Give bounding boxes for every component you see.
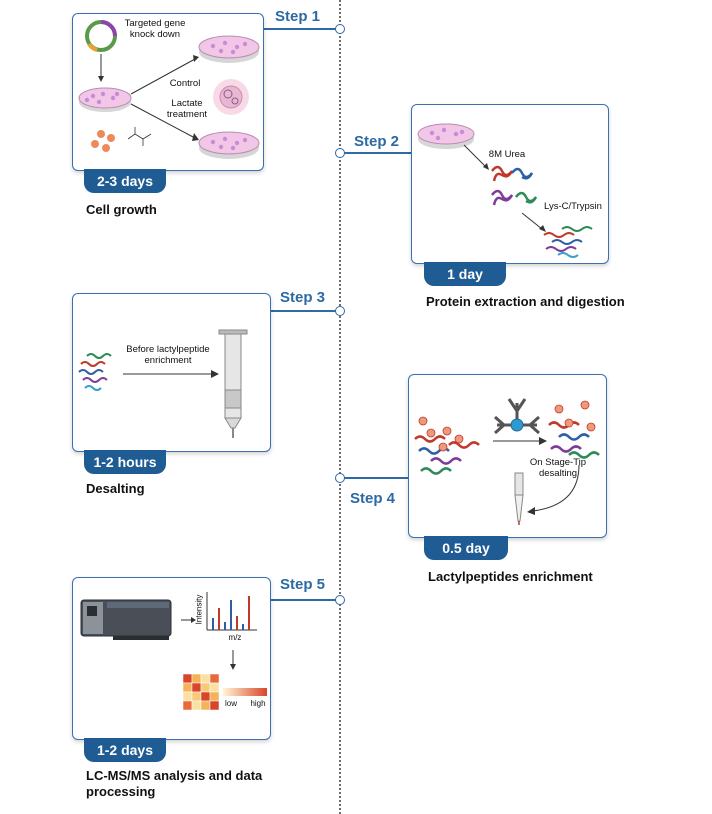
stage-tip-text: On Stage-Tip desalting xyxy=(529,457,587,479)
high-label: high xyxy=(250,699,266,708)
step1-connector xyxy=(262,28,339,30)
step5-duration-badge: 1-2 days xyxy=(84,738,166,762)
step3-label: Step 3 xyxy=(280,289,326,306)
step2-node xyxy=(335,148,345,158)
desalting-column-icon xyxy=(218,329,248,438)
step1-label: Step 1 xyxy=(275,8,321,25)
gene-knockdown-text: Targeted gene knock down xyxy=(124,18,186,40)
mz-label: m/z xyxy=(228,633,242,642)
step4-label: Step 4 xyxy=(350,490,396,507)
step1-duration-badge: 2-3 days xyxy=(84,169,166,193)
enzyme-text: Lys-C/Trypsin xyxy=(544,201,602,212)
protein-icon xyxy=(491,165,538,206)
peptide-icon xyxy=(78,353,112,391)
timeline-axis xyxy=(339,0,341,814)
heatmap-icon xyxy=(182,673,220,711)
step3-caption: Desalting xyxy=(86,481,145,496)
step4-node xyxy=(335,473,345,483)
protein-digestion-illustration xyxy=(417,123,593,258)
intensity-label: Intensity xyxy=(194,594,204,625)
step5-panel: Intensity m/z low high xyxy=(72,577,271,740)
urea-text: 8M Urea xyxy=(488,149,526,160)
step2-label: Step 2 xyxy=(354,133,400,150)
step4-connector xyxy=(340,477,408,479)
mass-spectrum-icon xyxy=(206,592,257,631)
step4-panel: On Stage-Tip desalting xyxy=(408,374,607,538)
step4-duration-badge: 0.5 day xyxy=(424,536,508,560)
control-text: Control xyxy=(169,78,201,89)
color-scale-icon xyxy=(223,688,267,696)
step5-connector xyxy=(269,599,339,601)
step2-connector xyxy=(340,152,412,154)
desalting-illustration xyxy=(78,329,248,438)
lactyl-modification-icon xyxy=(554,400,596,432)
step1-node xyxy=(335,24,345,34)
step2-panel: 8M Urea Lys-C/Trypsin xyxy=(411,104,609,264)
step1-caption: Cell growth xyxy=(86,202,157,217)
step2-duration-badge: 1 day xyxy=(424,262,506,286)
step2-caption: Protein extraction and digestion xyxy=(426,294,625,309)
peptide-icon xyxy=(548,421,600,459)
step4-caption: Lactylpeptides enrichment xyxy=(428,569,593,584)
lactyl-modification-icon xyxy=(418,416,464,452)
step3-duration-badge: 1-2 hours xyxy=(84,450,166,474)
lactate-molecule-icon xyxy=(91,130,115,152)
lcms-illustration xyxy=(80,592,267,711)
step1-panel: Targeted gene knock down Control Lactate… xyxy=(72,13,264,171)
peptide-icon xyxy=(543,226,593,258)
step5-node xyxy=(335,595,345,605)
step3-connector xyxy=(269,310,339,312)
low-label: low xyxy=(224,699,237,708)
step5-label: Step 5 xyxy=(280,576,326,593)
step3-panel: Before lactylpeptide enrichment xyxy=(72,293,271,452)
step5-caption: LC-MS/MS analysis and data processing xyxy=(86,768,263,799)
lactate-treatment-text: Lactate treatment xyxy=(166,98,208,120)
before-enrichment-text: Before lactylpeptide enrichment xyxy=(126,344,210,366)
mass-spectrometer-icon xyxy=(80,599,172,640)
peptide-icon xyxy=(414,435,480,475)
cell-growth-illustration xyxy=(78,20,260,159)
enrichment-illustration xyxy=(414,398,600,525)
antibody-bead-icon xyxy=(494,398,540,435)
step3-node xyxy=(335,306,345,316)
stage-tip-icon xyxy=(514,472,524,525)
